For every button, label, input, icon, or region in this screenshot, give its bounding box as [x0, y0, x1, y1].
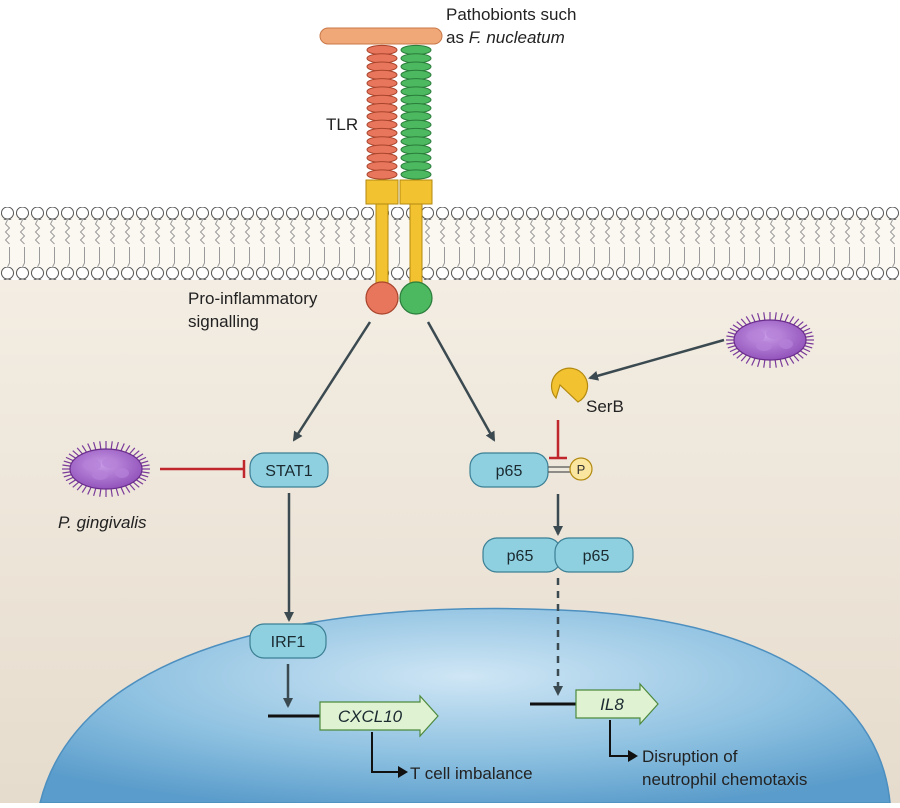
arrow-to-p65 — [426, 321, 496, 442]
irf1-label: IRF1 — [271, 634, 306, 651]
tlr-repeat — [366, 169, 398, 180]
arrow-il8-disruption — [609, 720, 628, 757]
nucleus — [39, 607, 891, 804]
tcell-arrowhead — [398, 766, 408, 778]
phospho-label: P — [577, 462, 586, 477]
disruption-arrowhead — [628, 750, 638, 762]
stat1-node — [249, 452, 329, 488]
tlr-right-chain — [400, 44, 432, 180]
disruption-label-2: neutrophil chemotaxis — [642, 770, 807, 789]
irf1-node — [249, 623, 327, 659]
inhibition-serb — [549, 420, 567, 460]
p65-dimer-right-label: p65 — [583, 548, 610, 565]
serb-enzyme — [550, 367, 589, 403]
il8-gene — [575, 682, 659, 726]
pathobionts-label-1: Pathobionts such — [446, 5, 576, 24]
disruption-label-1: Disruption of — [642, 747, 738, 766]
il8-label: IL8 — [600, 695, 624, 714]
p65-node — [469, 452, 549, 488]
tlr-transmembrane — [365, 179, 433, 287]
proinflammatory-label-1: Pro-inflammatory — [188, 289, 318, 308]
serb-label: SerB — [586, 397, 624, 416]
tlr-tir-left — [365, 281, 399, 315]
p65-dimer-right — [554, 537, 634, 573]
arrow-to-stat1 — [292, 321, 372, 442]
tcell-label: T cell imbalance — [410, 764, 533, 783]
pgingivalis-bacterium-right — [726, 312, 814, 368]
stat1-label: STAT1 — [265, 463, 313, 480]
pgingivalis-bacterium-left — [62, 441, 150, 497]
cxcl10-label: CXCL10 — [338, 707, 403, 726]
proinflammatory-label-2: signalling — [188, 312, 259, 331]
cxcl10-gene — [319, 694, 439, 738]
pathobiont-ligand — [319, 27, 443, 45]
inhibition-stat1 — [160, 460, 246, 478]
p65-label: p65 — [496, 463, 523, 480]
p65-dimer-left-label: p65 — [507, 548, 534, 565]
tlr-label: TLR — [326, 115, 358, 134]
arrow-cxcl10-tcell — [371, 732, 398, 773]
pgingivalis-label: P. gingivalis — [58, 513, 147, 532]
phospho-group — [569, 457, 593, 481]
tlr-tir-right — [399, 281, 433, 315]
tlr-left-chain — [366, 44, 398, 180]
tlr-repeat — [400, 169, 432, 180]
arrow-bacterium-serb — [588, 338, 725, 381]
pathobionts-label-2: as F. nucleatum — [446, 28, 565, 47]
cell-membrane — [0, 207, 900, 280]
